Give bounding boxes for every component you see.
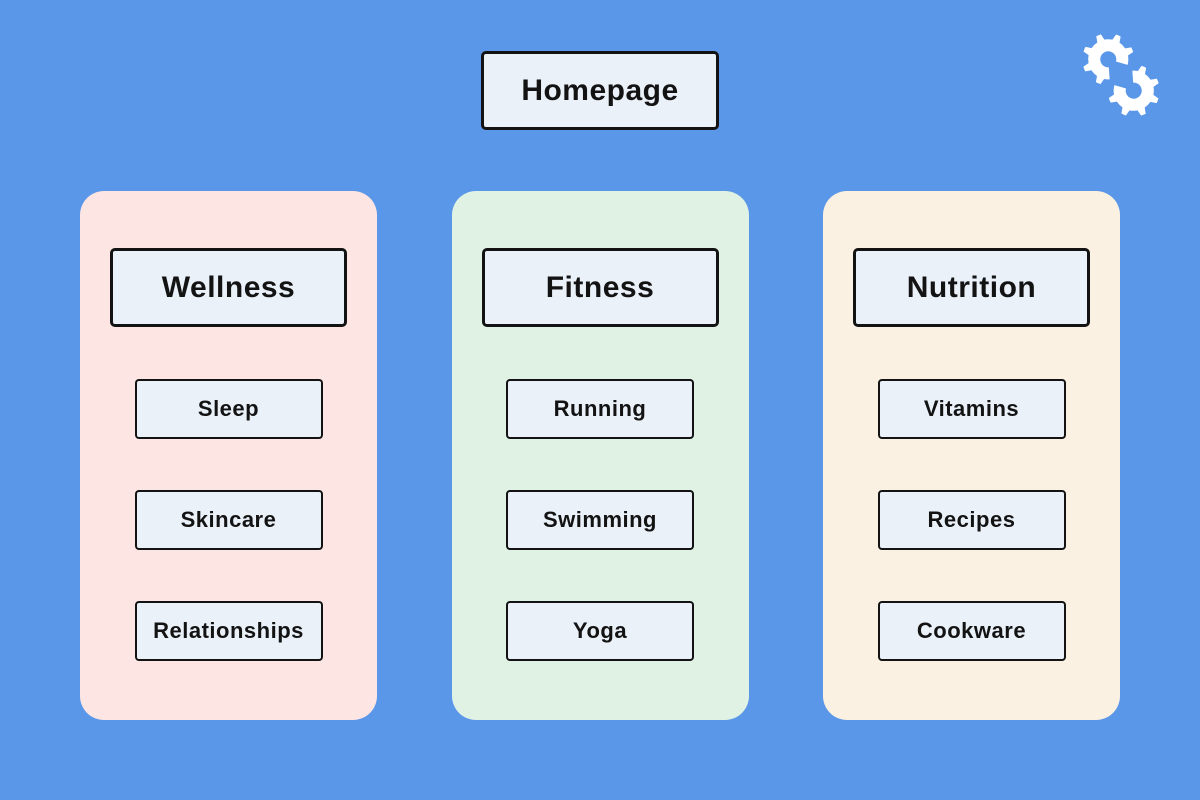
gears-logo-icon (1072, 26, 1170, 124)
item-node-running: Running (506, 379, 694, 439)
category-node-wellness: Wellness (110, 248, 347, 327)
item-node-relationships: Relationships (134, 601, 323, 661)
item-node-cookware: Cookware (877, 601, 1066, 661)
category-columns: Wellness Sleep Skincare Relationships Fi… (80, 191, 1120, 720)
category-card-nutrition: Nutrition Vitamins Recipes Cookware (823, 191, 1120, 720)
item-node-sleep: Sleep (134, 379, 323, 439)
item-node-skincare: Skincare (134, 490, 323, 550)
category-card-fitness: Fitness Running Swimming Yoga (451, 191, 749, 720)
item-node-yoga: Yoga (506, 601, 694, 661)
homepage-node: Homepage (481, 51, 719, 130)
category-node-fitness: Fitness (481, 248, 719, 327)
category-node-nutrition: Nutrition (853, 248, 1090, 327)
category-card-wellness: Wellness Sleep Skincare Relationships (80, 191, 377, 720)
item-node-recipes: Recipes (877, 490, 1066, 550)
item-node-swimming: Swimming (506, 490, 694, 550)
item-node-vitamins: Vitamins (877, 379, 1066, 439)
